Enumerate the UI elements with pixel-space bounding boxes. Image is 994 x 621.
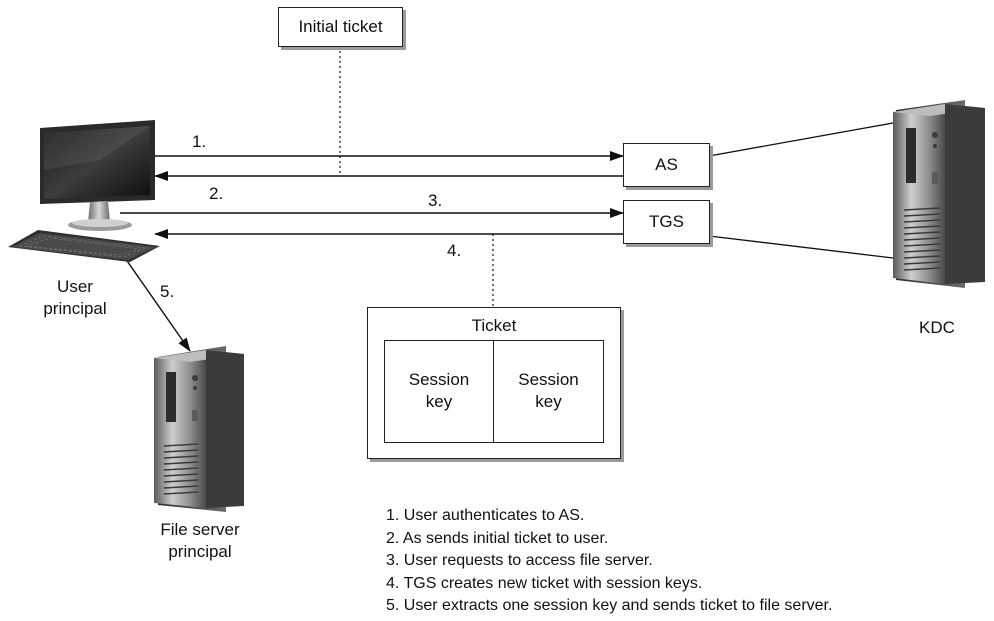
step-1-label: 1. [192, 132, 207, 151]
file-server-principal-line-1: File server [160, 520, 240, 539]
legend-item: 1. User authenticates to AS. [386, 507, 585, 524]
step-3-label: 3. [428, 191, 443, 210]
session-key-right: Session key [494, 341, 603, 442]
session-key-left: Session key [385, 341, 494, 442]
file-server-principal-label: File server principal [140, 519, 260, 563]
ticket-box: Ticket Session key Session key [367, 307, 621, 459]
initial-ticket-box: Initial ticket [278, 7, 403, 47]
tgs-box: TGS [623, 200, 710, 244]
ticket-title: Ticket [471, 316, 517, 335]
step-2-label: 2. [209, 184, 224, 203]
workstation-icon [8, 120, 160, 262]
session-key-left-line-2: key [425, 392, 453, 411]
legend-item: 5. User extracts one session key and sen… [386, 597, 833, 614]
initial-ticket-label: Initial ticket [298, 17, 383, 36]
kdc-label: KDC [919, 318, 955, 337]
arrow-step-5 [124, 257, 191, 352]
steps-legend: 1. User authenticates to AS. 2. As sends… [386, 505, 832, 618]
session-key-left-line-1: Session [408, 370, 470, 389]
user-principal-line-2: principal [43, 299, 107, 318]
as-kdc-link [708, 122, 894, 157]
session-key-right-line-2: key [535, 392, 562, 411]
tgs-kdc-link [708, 235, 894, 259]
step-4-label: 4. [447, 241, 462, 260]
session-key-right-text: Session key [494, 369, 603, 413]
session-key-right-line-1: Session [518, 370, 579, 389]
as-label: AS [655, 155, 678, 174]
session-key-left-text: Session key [385, 369, 493, 413]
as-box: AS [623, 143, 710, 187]
session-keys-container: Session key Session key [384, 340, 604, 443]
file-server-icon [154, 346, 244, 512]
legend-item: 4. TGS creates new ticket with session k… [386, 574, 703, 592]
kdc-server-icon [893, 100, 985, 288]
legend-item: 2. As sends initial ticket to user. [386, 529, 609, 547]
user-principal-line-1: User [57, 277, 93, 296]
file-server-principal-line-2: principal [168, 542, 232, 561]
user-principal-label: User principal [25, 276, 125, 320]
tgs-label: TGS [649, 212, 684, 231]
step-5-label: 5. [160, 282, 175, 301]
legend-item: 3. User requests to access file server. [386, 552, 653, 569]
